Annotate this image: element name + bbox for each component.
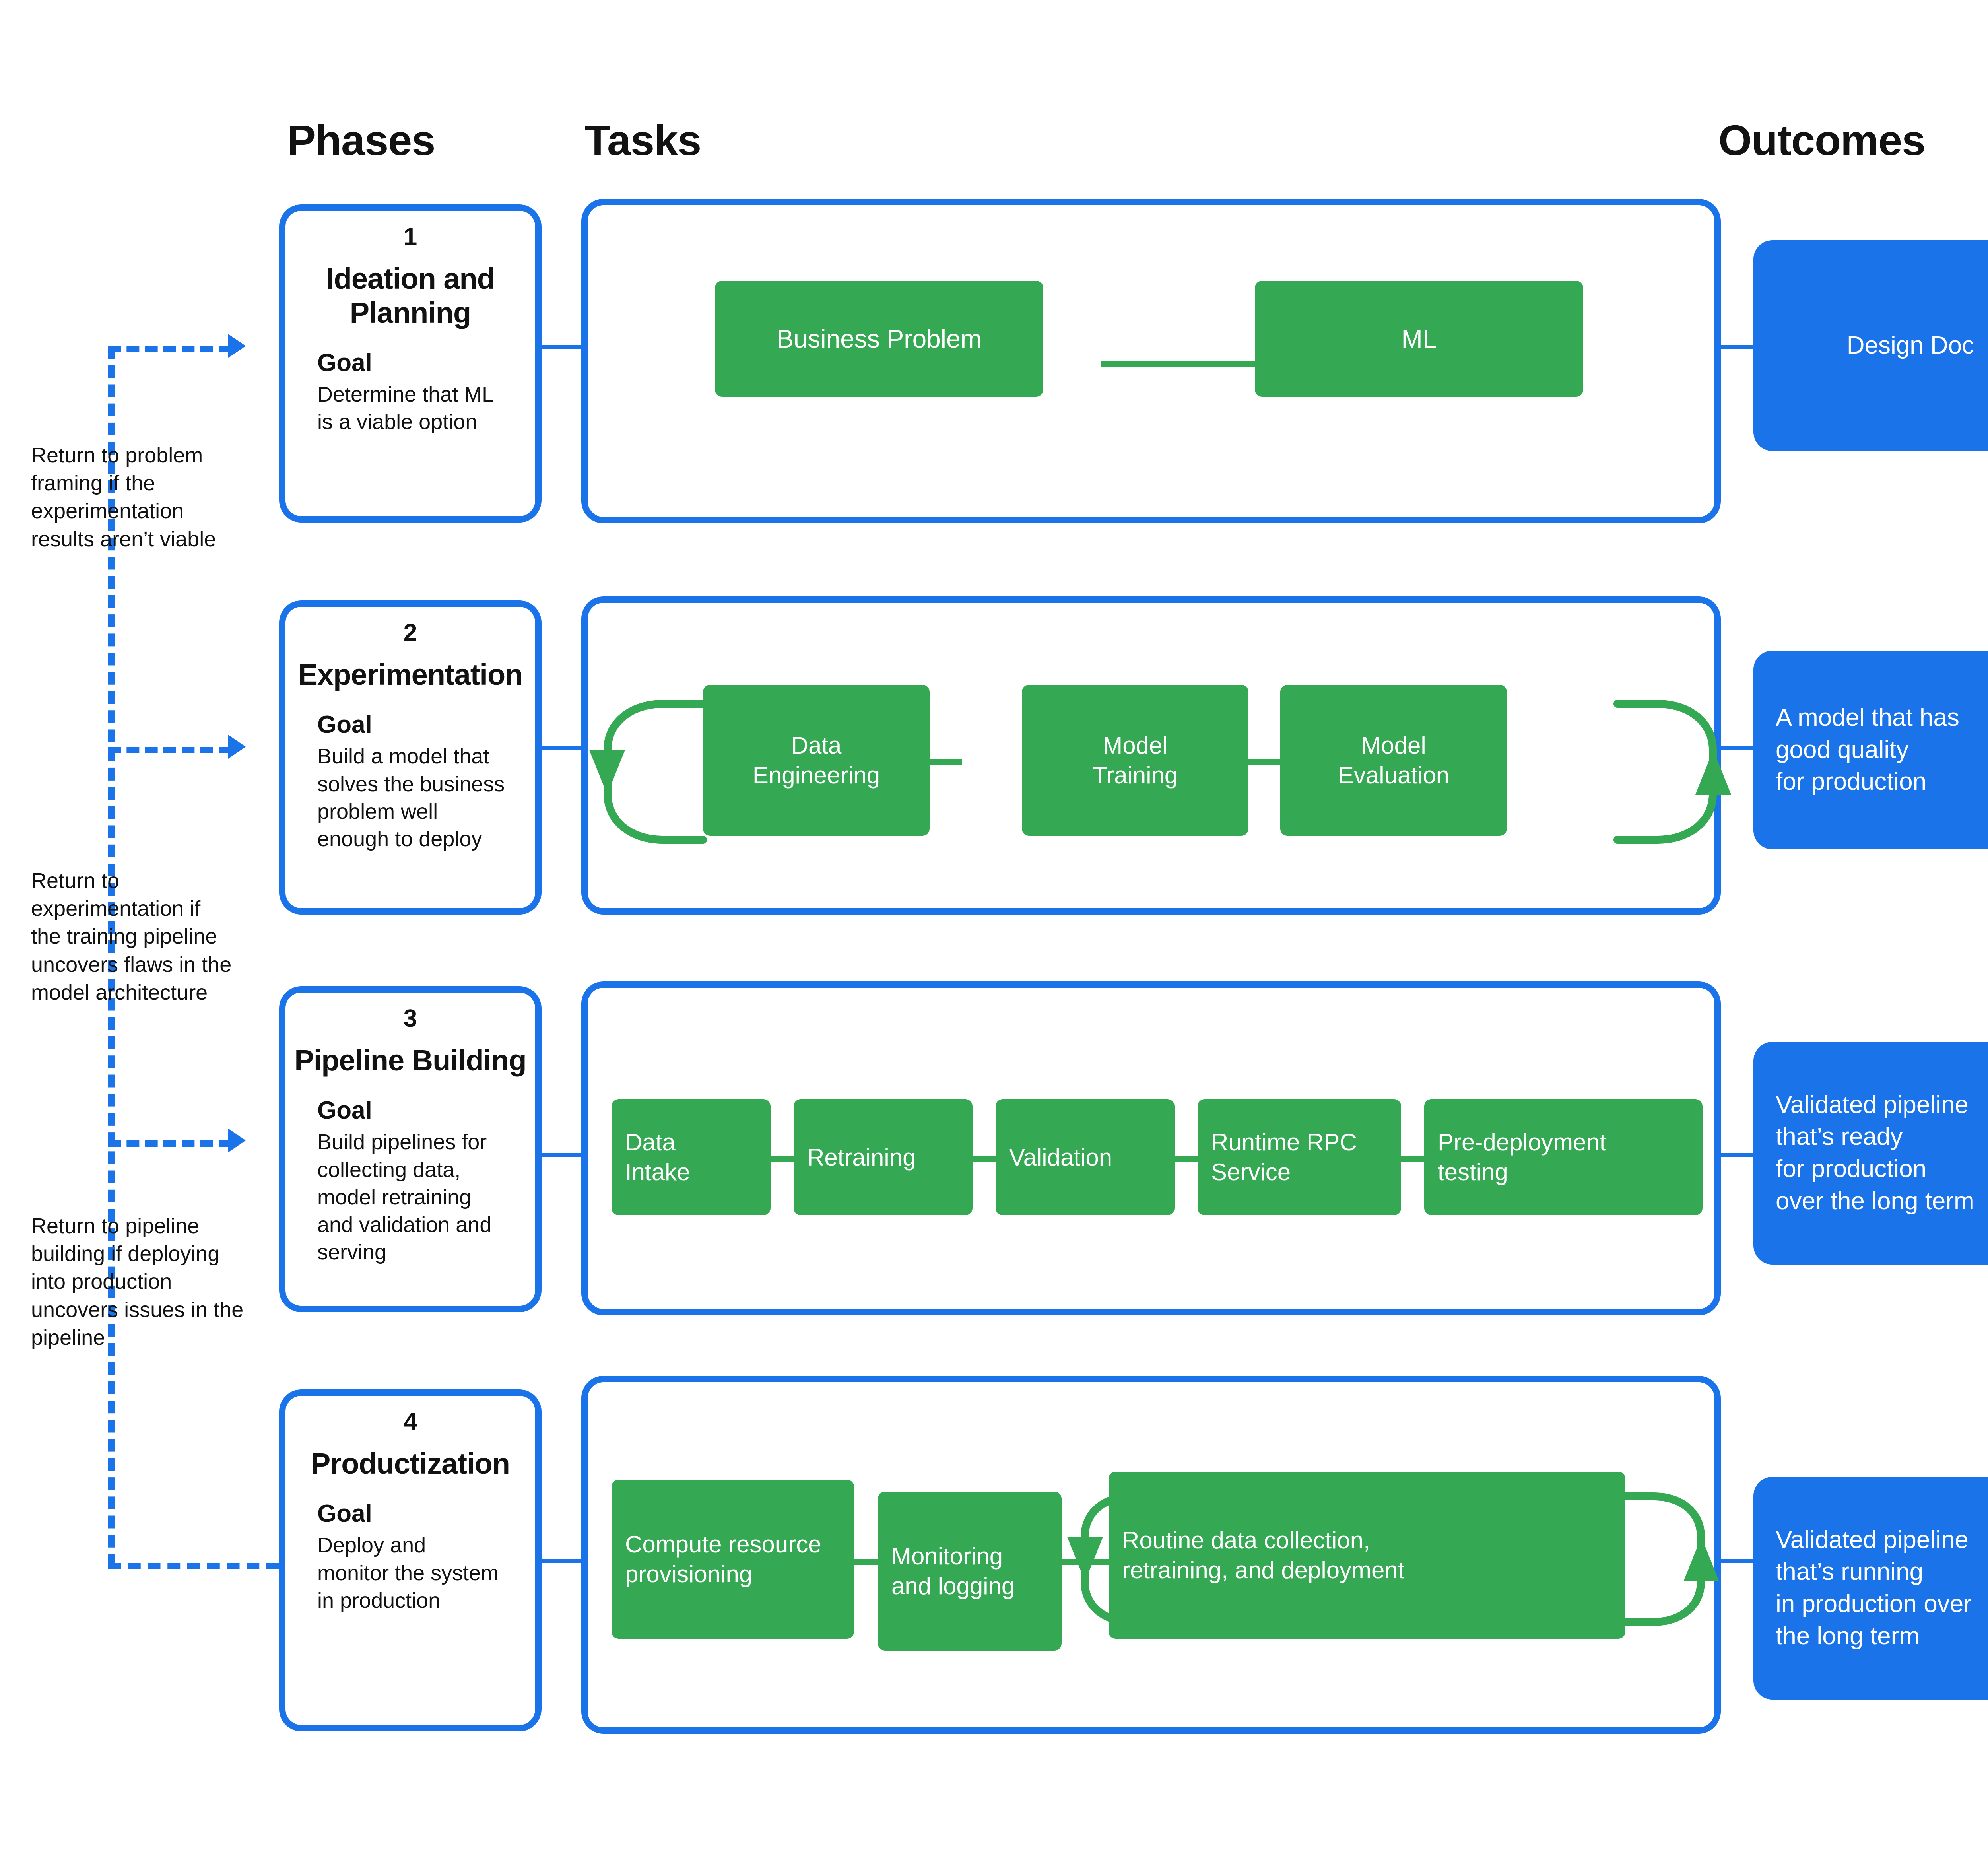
connector-phase3-tasks xyxy=(542,1153,581,1157)
task-connector-2-2 xyxy=(1248,759,1281,765)
task-connector-4-2 xyxy=(1062,1559,1109,1565)
task-connector-2-1 xyxy=(929,759,962,765)
column-header-tasks: Tasks xyxy=(584,116,701,164)
goal-text-1: Determine that ML is a viable option xyxy=(317,383,494,434)
goal-label-2: Goal xyxy=(317,711,372,739)
phase-number-3: 3 xyxy=(403,1005,417,1032)
task-box-2-2[interactable]: Model Training xyxy=(1022,685,1248,836)
phase-goal-4: Goal Deploy and monitor the system in pr… xyxy=(317,1499,535,1614)
return-trunk-vertical xyxy=(108,346,115,1567)
phase-number-2: 2 xyxy=(403,619,417,647)
phase-title-4: Productization xyxy=(311,1447,510,1480)
task-connector-1-1 xyxy=(1101,361,1266,367)
connector-phase1-tasks xyxy=(542,345,581,349)
return-arrowhead-row1 xyxy=(228,334,246,358)
phase-number-4: 4 xyxy=(403,1408,417,1436)
goal-text-3: Build pipelines for collecting data, mod… xyxy=(317,1130,492,1264)
goal-text-2: Build a model that solves the business p… xyxy=(317,744,505,851)
outcome-box-4[interactable]: Validated pipeline that’s running in pro… xyxy=(1753,1477,1988,1700)
goal-label-4: Goal xyxy=(317,1500,372,1528)
phase-title-1: Ideation and Planning xyxy=(326,262,495,330)
phase-goal-1: Goal Determine that ML is a viable optio… xyxy=(317,348,535,436)
task-box-1-2[interactable]: ML xyxy=(1255,281,1583,397)
task-box-2-1[interactable]: Data Engineering xyxy=(703,685,930,836)
phase-card-4[interactable]: 4 Productization Goal Deploy and monitor… xyxy=(279,1389,542,1731)
tasks-panel-4[interactable]: Compute resource provisioning Monitoring… xyxy=(581,1376,1721,1734)
return-branch-row4-source xyxy=(108,1563,279,1569)
loop-arrow-left-2 xyxy=(589,700,707,844)
connector-tasks4-outcome xyxy=(1721,1559,1755,1563)
connector-tasks3-outcome xyxy=(1721,1153,1755,1157)
task-box-1-1[interactable]: Business Problem xyxy=(715,281,1043,397)
phase-title-3: Pipeline Building xyxy=(294,1044,526,1077)
connector-tasks2-outcome xyxy=(1721,746,1755,750)
connector-phase2-tasks xyxy=(542,746,581,750)
task-box-3-5[interactable]: Pre-deployment testing xyxy=(1424,1099,1703,1215)
task-box-3-4[interactable]: Runtime RPC Service xyxy=(1198,1099,1401,1215)
return-note-experimentation-training: Return to experimentation if the trainin… xyxy=(31,869,232,1004)
return-note-problem-framing: Return to problem framing if the experim… xyxy=(31,443,216,551)
goal-label-3: Goal xyxy=(317,1097,372,1125)
task-box-2-3[interactable]: Model Evaluation xyxy=(1280,685,1507,836)
phase-goal-3: Goal Build pipelines for collecting data… xyxy=(317,1096,535,1266)
tasks-panel-1[interactable]: Business Problem ML xyxy=(581,199,1721,523)
return-arrowhead-row3 xyxy=(228,1129,246,1152)
outcome-box-2[interactable]: A model that has good quality for produc… xyxy=(1753,651,1988,849)
goal-label-1: Goal xyxy=(317,349,372,377)
phase-number-1: 1 xyxy=(403,223,417,251)
connector-phase4-tasks xyxy=(542,1559,581,1563)
column-header-phases: Phases xyxy=(287,116,435,164)
return-note-pipeline-building: Return to pipeline building if deploying… xyxy=(31,1214,244,1350)
task-connector-3-1 xyxy=(771,1156,794,1162)
phase-card-1[interactable]: 1 Ideation and Planning Goal Determine t… xyxy=(279,204,542,523)
return-arrowhead-row2 xyxy=(228,735,246,759)
phase-title-2: Experimentation xyxy=(298,658,523,692)
task-box-3-1[interactable]: Data Intake xyxy=(612,1099,771,1215)
return-branch-row1 xyxy=(108,346,231,352)
tasks-panel-3[interactable]: Data Intake Retraining Validation Runtim… xyxy=(581,981,1721,1315)
return-branch-row3 xyxy=(108,1140,231,1147)
task-connector-3-4 xyxy=(1401,1156,1424,1162)
loop-arrow-right-4 xyxy=(1617,1492,1719,1626)
task-connector-3-2 xyxy=(973,1156,996,1162)
phase-card-3[interactable]: 3 Pipeline Building Goal Build pipelines… xyxy=(279,986,542,1312)
task-connector-4-1 xyxy=(853,1559,878,1565)
return-branch-row2 xyxy=(108,747,231,753)
task-box-4-1[interactable]: Compute resource provisioning xyxy=(612,1480,854,1639)
phase-goal-2: Goal Build a model that solves the busin… xyxy=(317,710,535,853)
task-box-4-3[interactable]: Routine data collection, retraining, and… xyxy=(1109,1472,1625,1639)
tasks-panel-2[interactable]: Data Engineering Model Training Model Ev… xyxy=(581,596,1731,915)
outcome-box-3[interactable]: Validated pipeline that’s ready for prod… xyxy=(1753,1042,1988,1265)
phase-card-2[interactable]: 2 Experimentation Goal Build a model tha… xyxy=(279,600,542,915)
task-box-3-3[interactable]: Validation xyxy=(996,1099,1175,1215)
connector-tasks1-outcome xyxy=(1721,345,1755,349)
task-box-3-2[interactable]: Retraining xyxy=(794,1099,973,1215)
task-box-4-2[interactable]: Monitoring and logging xyxy=(878,1492,1062,1651)
outcome-box-1[interactable]: Design Doc xyxy=(1753,240,1988,451)
loop-arrow-right-2 xyxy=(1613,700,1731,844)
column-header-outcomes: Outcomes xyxy=(1718,116,1926,164)
task-connector-3-3 xyxy=(1175,1156,1198,1162)
goal-text-4: Deploy and monitor the system in product… xyxy=(317,1533,499,1612)
